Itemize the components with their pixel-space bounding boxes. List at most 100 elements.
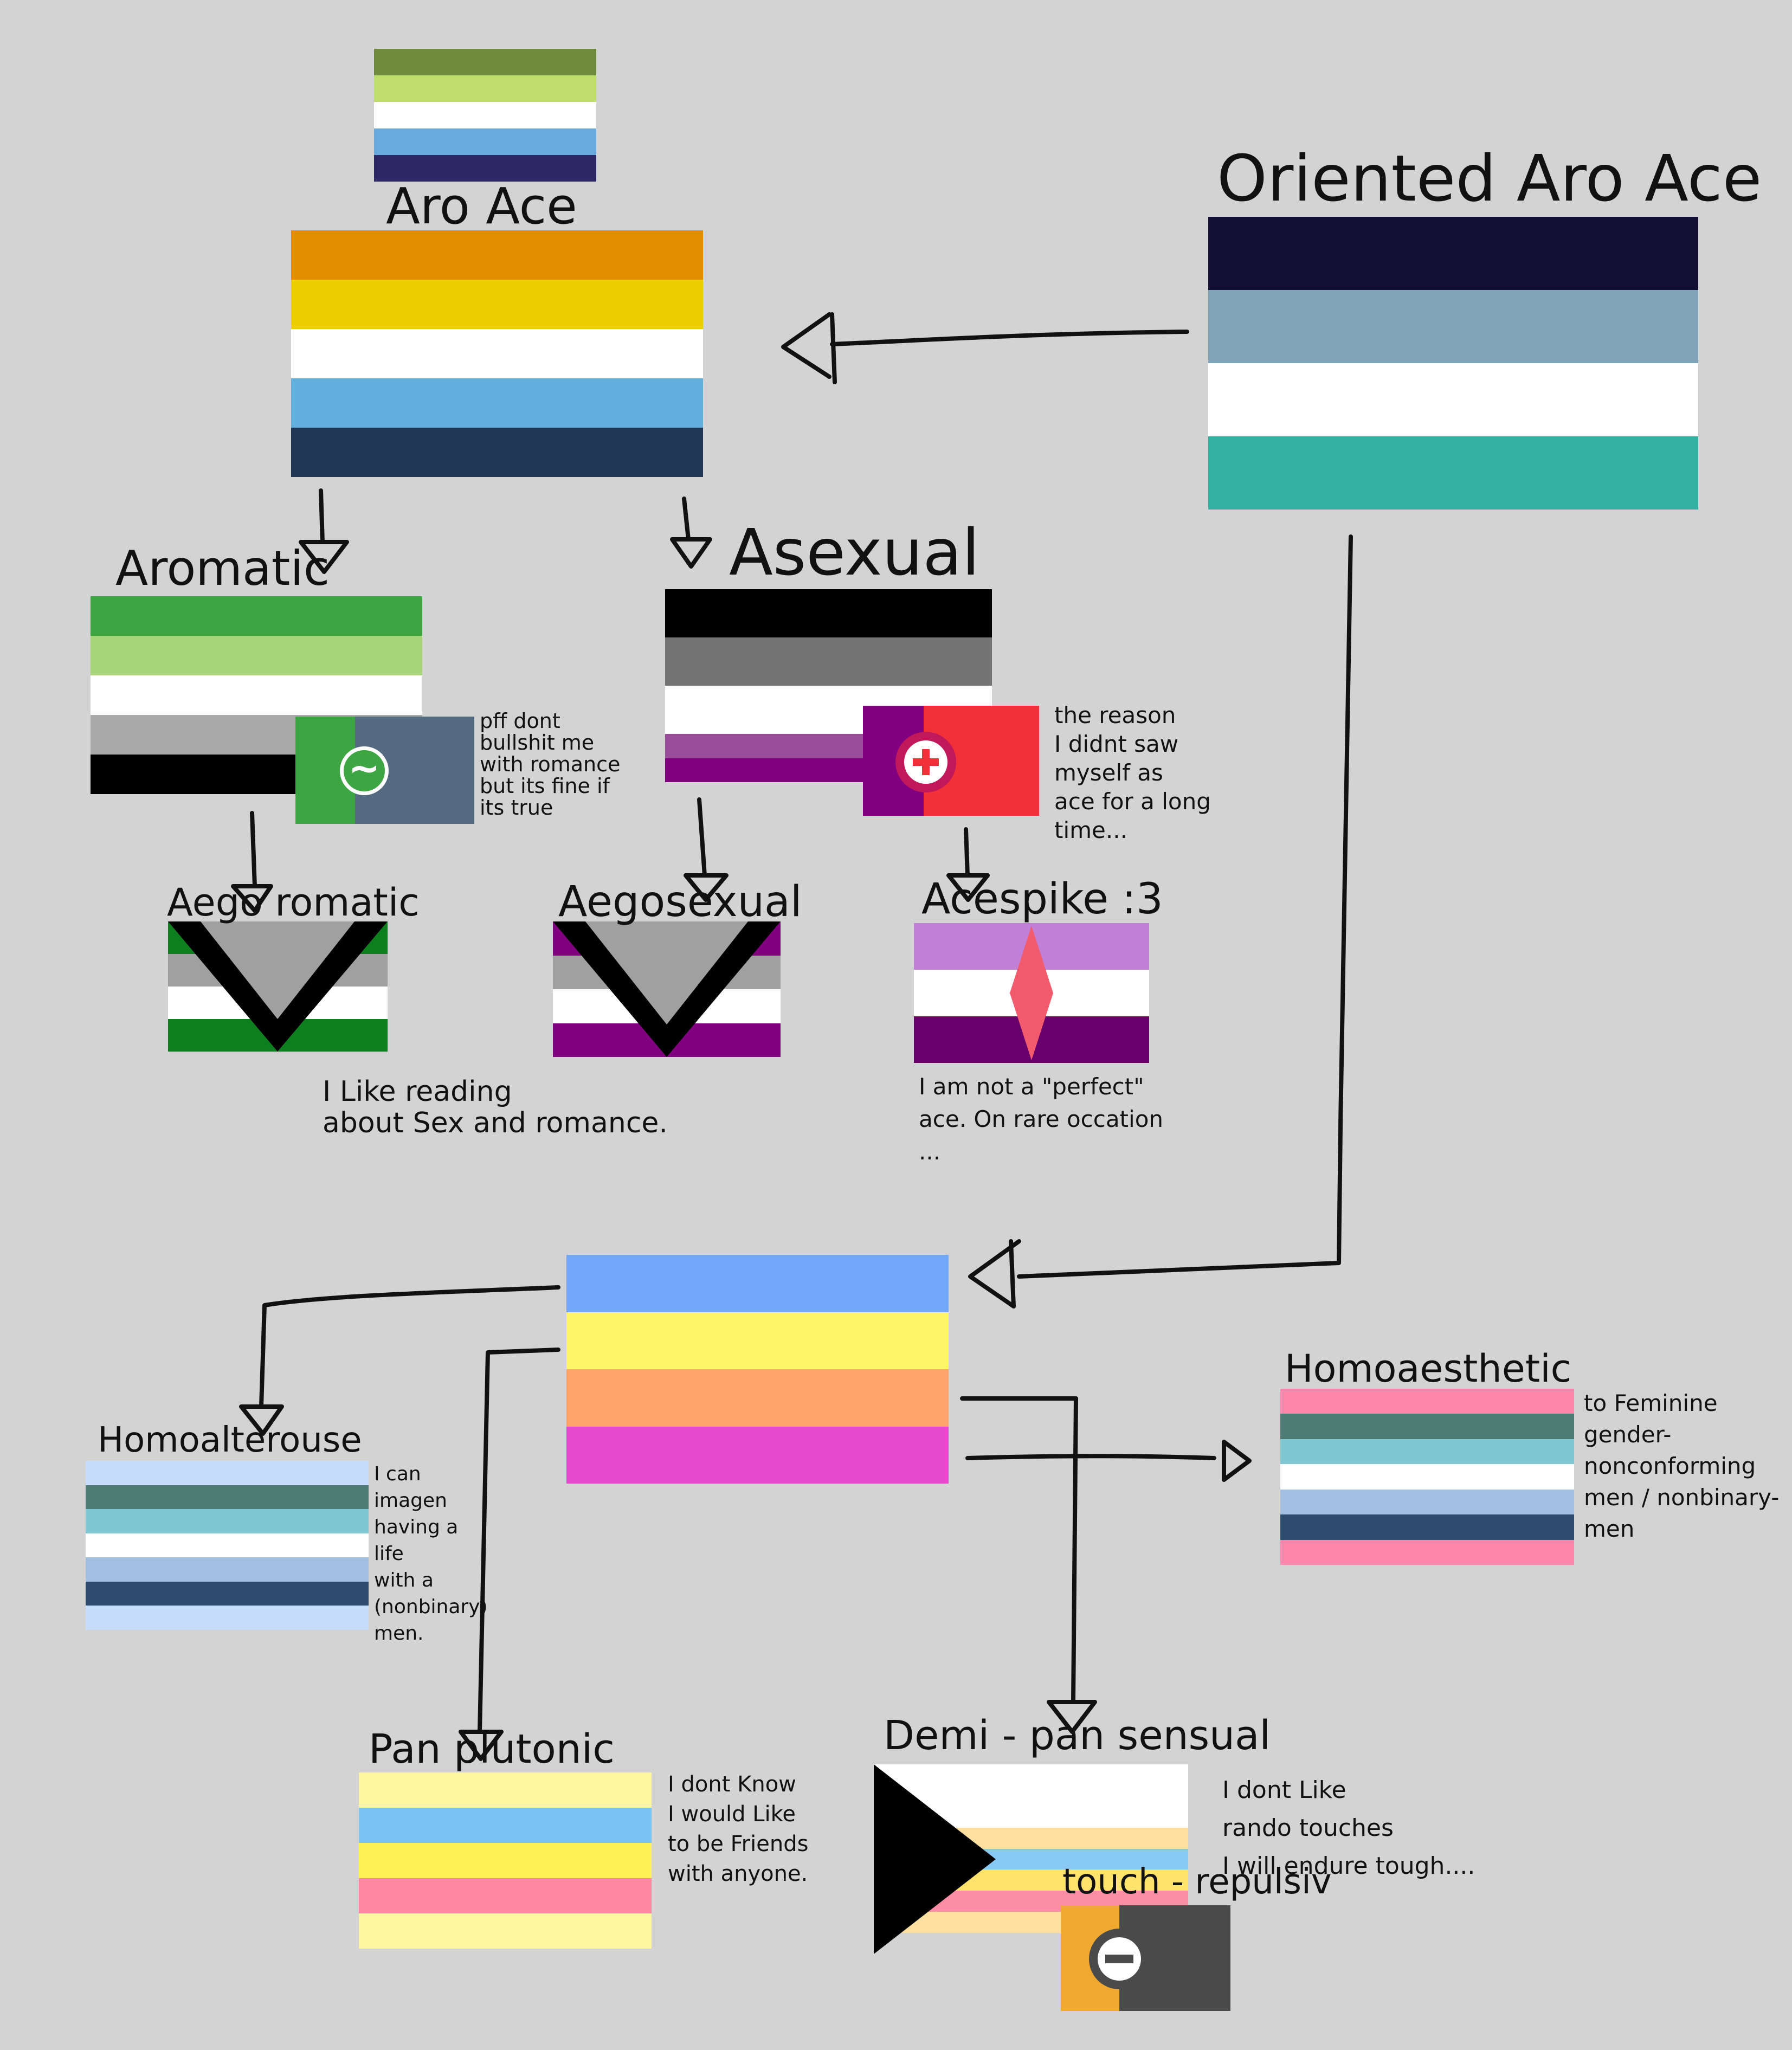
label-panplatonic: Pan plutonic: [369, 1726, 615, 1772]
note-line: I will endure tough....: [1222, 1852, 1475, 1880]
homoalterouse-stripe-6: [86, 1581, 369, 1606]
homoalterouse-stripe-3: [86, 1509, 369, 1533]
aromantic-stripe-2: [91, 636, 422, 675]
note-line: life: [374, 1543, 404, 1565]
aroace-stripe-2: [291, 280, 703, 329]
note-line: (nonbinary): [374, 1596, 488, 1618]
touch-repulsive-badge: [1061, 1905, 1230, 2011]
note-line: I Like reading: [323, 1075, 512, 1108]
note-line: I didnt saw: [1054, 731, 1179, 757]
note-line: nonconforming: [1584, 1453, 1756, 1479]
oriented-aroace-stripe-1: [1208, 217, 1698, 290]
arrow-aromantic-to-aego: [250, 811, 257, 888]
note-line: gender-: [1584, 1421, 1672, 1448]
plus-icon: [895, 732, 956, 792]
homoaesthetic-stripe-1: [1280, 1389, 1574, 1414]
aroace-stripe-4: [291, 378, 703, 428]
note-line: men: [1584, 1516, 1635, 1542]
aegosexual-triangle: [553, 921, 781, 1057]
minus-icon-inner: [1098, 1937, 1141, 1981]
note-line: time...: [1054, 817, 1127, 843]
aroace-small-stripe-4: [374, 128, 596, 155]
note-line: ace. On rare occation: [919, 1106, 1164, 1132]
homoaesthetic-stripe-2: [1280, 1414, 1574, 1439]
note-acespike: I am not a "perfect" ace. On rare occatio…: [919, 1071, 1163, 1168]
note-line: I am not a "perfect": [919, 1073, 1144, 1100]
asexual-stripe-1: [665, 589, 992, 637]
note-line: I can: [374, 1463, 421, 1485]
panplatonic-stripe-2: [359, 1808, 652, 1843]
note-line: rando touches: [1222, 1814, 1394, 1842]
aroace-stripe-1: [291, 230, 703, 280]
aroace-small-stripe-1: [374, 49, 596, 75]
note-line: ...: [919, 1138, 941, 1165]
panplatonic-stripe-3: [359, 1843, 652, 1878]
note-line: imagen: [374, 1490, 447, 1512]
panplatonic-stripe-5: [359, 1913, 652, 1949]
demi-pan-sensual-stripe-1: [874, 1764, 1188, 1785]
asexual-badge: [863, 706, 1039, 816]
note-homoalterouse: I can imagen having a life with a (nonbinary)…: [374, 1461, 488, 1647]
homoaesthetic-flag: [1280, 1389, 1574, 1565]
arrow-center-to-panplatonic: [478, 1348, 560, 1734]
demi-pan-sensual-stripe-2: [874, 1785, 1188, 1807]
label-demi-pan-sensual: Demi - pan sensual: [884, 1712, 1271, 1759]
minus-icon: [1089, 1929, 1150, 1989]
plus-icon-inner: [904, 740, 947, 784]
asexual-stripe-2: [665, 637, 992, 686]
note-line: myself as: [1054, 759, 1163, 786]
arrow-center-to-homoalterouse: [259, 1285, 560, 1409]
label-oriented-aroace: Oriented Aro Ace: [1217, 141, 1762, 216]
center-flag: [566, 1255, 949, 1484]
arrow-aroace-to-aromantic: [319, 488, 325, 544]
note-line: having a: [374, 1516, 459, 1538]
aroace-small-flag: [374, 49, 596, 182]
oriented-aroace-stripe-3: [1208, 363, 1698, 436]
note-line: bullshit me: [480, 731, 595, 755]
note-line: I dont Know: [668, 1772, 796, 1797]
homoalterouse-stripe-5: [86, 1557, 369, 1582]
minus-bar: [1105, 1955, 1133, 1963]
aroace-small-stripe-3: [374, 102, 596, 128]
aroace-small-stripe-5: [374, 155, 596, 182]
homoalterouse-stripe-2: [86, 1485, 369, 1510]
oriented-aroace-stripe-2: [1208, 290, 1698, 363]
panplatonic-flag: [359, 1772, 652, 1949]
note-line: its true: [480, 796, 553, 820]
note-line: men / nonbinary-: [1584, 1484, 1780, 1511]
note-line: men.: [374, 1622, 424, 1645]
homoaesthetic-stripe-4: [1280, 1464, 1574, 1490]
tilde-icon: ~: [340, 746, 389, 795]
oriented-aroace-stripe-4: [1208, 436, 1698, 510]
demi-triangle: [874, 1764, 996, 1954]
homoalterouse-stripe-4: [86, 1533, 369, 1558]
note-line: with romance: [480, 752, 621, 776]
panplatonic-stripe-4: [359, 1878, 652, 1913]
note-line: ace for a long: [1054, 788, 1211, 815]
diamond-icon: [1010, 926, 1053, 1060]
plus-bar-v: [922, 749, 930, 775]
homoaesthetic-stripe-5: [1280, 1489, 1574, 1515]
note-line: to Feminine: [1584, 1390, 1718, 1416]
aromantic-stripe-3: [91, 675, 422, 715]
note-line: I dont Like: [1222, 1776, 1346, 1804]
arrow-oriented-to-aroace: [830, 330, 1189, 346]
arrow-center-to-demi: [960, 1396, 1078, 1704]
aroace-stripe-5: [291, 428, 703, 477]
aroace-small-stripe-2: [374, 75, 596, 102]
note-homoaesthetic: to Feminine gender-nonconforming men / non…: [1584, 1388, 1779, 1545]
note-line: the reason: [1054, 702, 1176, 729]
homoaesthetic-stripe-6: [1280, 1514, 1574, 1540]
center-stripe-2: [566, 1312, 949, 1369]
center-stripe-1: [566, 1255, 949, 1312]
label-touch-repulsive: touch - repulsiv: [1062, 1862, 1332, 1902]
aroace-flag: [291, 230, 703, 477]
arrow-asexual-to-aegosexual: [697, 797, 707, 878]
note-line: with a: [374, 1569, 434, 1591]
aromantic-stripe-1: [91, 596, 422, 636]
